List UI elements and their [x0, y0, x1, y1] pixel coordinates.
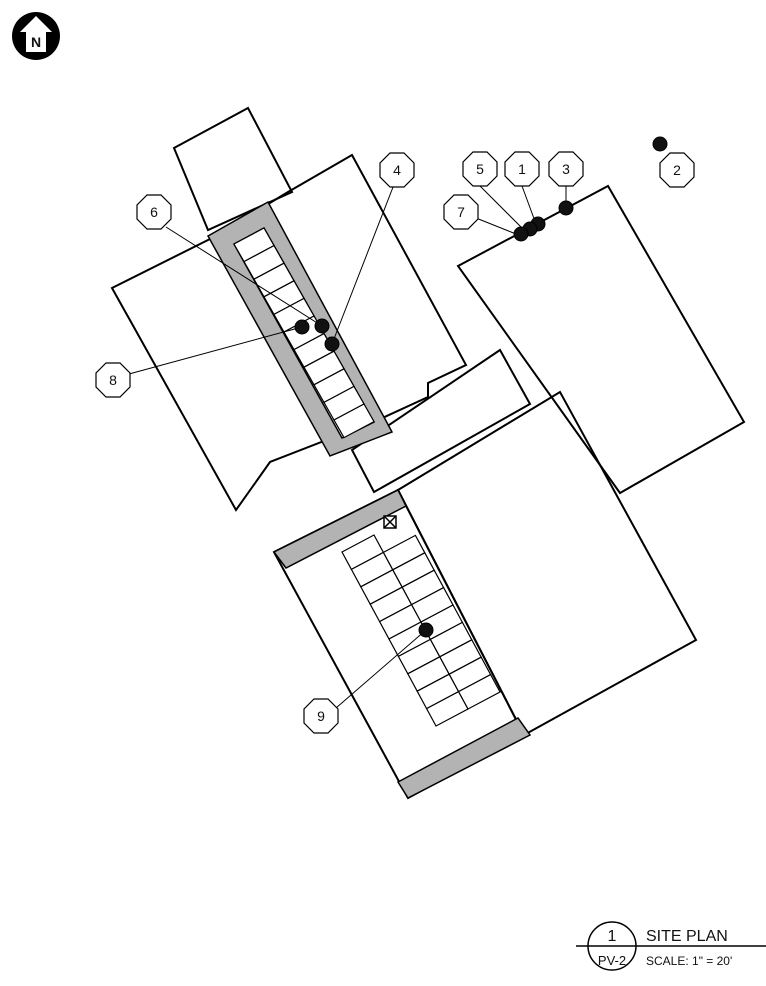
title-block-title: SITE PLAN: [646, 928, 728, 945]
callout-tag-2: 2: [659, 152, 695, 188]
callout-tag-8: 8: [95, 362, 131, 398]
equipment-marker-2: [652, 136, 668, 152]
callout-leaders: [128, 181, 567, 709]
callout-label: 1: [518, 161, 526, 177]
callout-tag-5: 5: [462, 151, 498, 187]
callout-tag-3: 3: [548, 151, 584, 187]
equipment-marker-9: [418, 622, 434, 638]
title-block-scale: SCALE: 1" = 20': [646, 954, 732, 968]
callout-label: 3: [562, 161, 570, 177]
callout-tag-6: 6: [136, 194, 172, 230]
array-south: [272, 488, 532, 799]
north-arrow-icon: N: [12, 12, 60, 60]
equipment-marker-7: [513, 226, 529, 242]
title-block-number: 1: [608, 928, 617, 945]
fire-setback-south-top: [272, 488, 408, 569]
equipment-marker-4: [324, 336, 340, 352]
north-arrow-letter: N: [31, 34, 41, 50]
roof-section-east-wing: [456, 184, 746, 495]
solar-panels-south: [341, 534, 501, 727]
solar-panel: [457, 673, 501, 710]
callout-label: 8: [109, 372, 117, 388]
callout-tags: 1 2 3 4 5 6 7 8: [95, 151, 695, 734]
title-block: 1 PV-2 SITE PLAN SCALE: 1" = 20': [576, 921, 766, 971]
equipment-marker-6: [314, 318, 330, 334]
equipment-marker-3: [558, 200, 574, 216]
callout-label: 5: [476, 161, 484, 177]
solar-panel: [333, 403, 375, 439]
callout-tag-9: 9: [303, 698, 339, 734]
callout-label: 7: [457, 204, 465, 220]
callout-tag-7: 7: [443, 194, 479, 230]
callout-label: 4: [393, 162, 401, 178]
roof-section-north-block: [172, 106, 294, 232]
fire-setback-south-bottom: [396, 717, 532, 799]
equipment-marker-8: [294, 319, 310, 335]
callout-label: 6: [150, 204, 158, 220]
callout-tag-4: 4: [379, 152, 415, 188]
callout-label: 2: [673, 162, 681, 178]
building-outline: [110, 106, 746, 800]
roof-vent-icon: [383, 515, 397, 529]
callout-label: 9: [317, 708, 325, 724]
equipment-markers: [294, 136, 668, 638]
callout-tag-1: 1: [504, 151, 540, 187]
roof-section-connector: [350, 348, 532, 494]
title-block-sheet: PV-2: [598, 953, 626, 968]
